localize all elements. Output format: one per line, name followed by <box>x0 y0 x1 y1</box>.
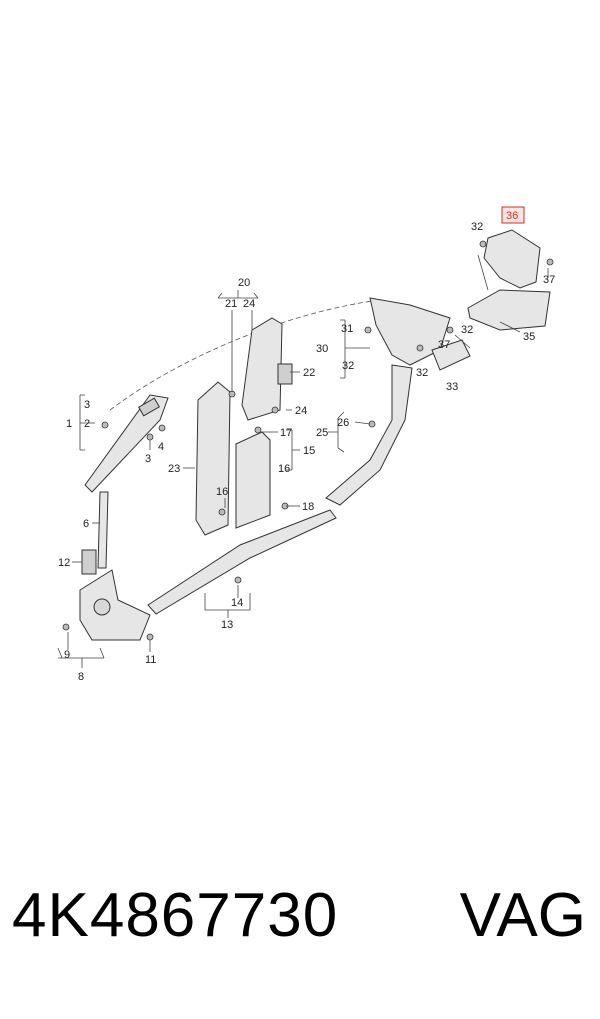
callout-labels: 1 3 2 3 4 6 12 9 8 11 14 13 20 21 24 22 … <box>58 206 555 683</box>
part-number: 4K4867730 <box>12 881 339 950</box>
callout-24: 24 <box>295 405 307 417</box>
a-pillar-clip <box>138 397 160 417</box>
bracket <box>81 549 97 575</box>
callout-32: 32 <box>461 324 473 336</box>
callout-15: 15 <box>303 445 315 457</box>
callout-32: 32 <box>471 221 483 233</box>
callout-20: 20 <box>238 277 250 289</box>
callout-3: 3 <box>145 453 151 465</box>
callout-3: 3 <box>84 399 90 411</box>
a-pillar-trim <box>84 394 169 493</box>
callout-26: 26 <box>337 417 349 429</box>
callout-30: 30 <box>316 343 328 355</box>
callout-21: 21 <box>225 298 237 310</box>
seatbelt-guide <box>277 363 293 385</box>
brand-label: VAG <box>459 881 586 950</box>
callout-1: 1 <box>66 418 72 430</box>
callout-36-highlight-box <box>501 206 525 224</box>
rear-quarter-trim <box>325 364 413 506</box>
highlighted-part-36 <box>483 229 541 289</box>
callout-37: 37 <box>438 339 450 351</box>
callout-16: 16 <box>216 486 228 498</box>
callout-33: 33 <box>446 381 458 393</box>
luggage-trim <box>467 289 551 331</box>
leader-lines <box>57 254 549 668</box>
b-pillar-lower-trim <box>195 381 231 536</box>
callout-36: 36 <box>506 210 518 222</box>
callout-14: 14 <box>231 597 243 609</box>
callout-25: 25 <box>316 427 328 439</box>
callout-35: 35 <box>523 331 535 343</box>
callout-22: 22 <box>303 367 315 379</box>
callout-6: 6 <box>83 518 89 530</box>
callout-24: 24 <box>243 298 255 310</box>
callout-37: 37 <box>543 274 555 286</box>
sill-trim <box>147 509 337 615</box>
footwell-speaker <box>93 598 111 616</box>
parts-diagram: 1 3 2 3 4 6 12 9 8 11 14 13 20 21 24 22 … <box>57 206 555 683</box>
fasteners <box>62 240 554 641</box>
callout-12: 12 <box>58 557 70 569</box>
callout-18: 18 <box>302 501 314 513</box>
callout-32: 32 <box>416 367 428 379</box>
callout-13: 13 <box>221 619 233 631</box>
b-pillar-upper-trim <box>241 317 283 421</box>
callout-2: 2 <box>84 418 90 430</box>
b-pillar-lower-cover <box>235 431 271 529</box>
callout-4: 4 <box>158 441 164 453</box>
callout-8: 8 <box>78 671 84 683</box>
callout-32: 32 <box>342 360 354 372</box>
c-pillar-upper-trim <box>369 297 451 366</box>
footwell-trim <box>79 569 151 641</box>
footer: 4K4867730 VAG <box>0 880 600 990</box>
cover-panel <box>431 339 471 371</box>
callout-16: 16 <box>278 463 290 475</box>
callout-31: 31 <box>341 323 353 335</box>
callout-17: 17 <box>280 427 292 439</box>
callout-11: 11 <box>145 654 156 666</box>
callout-23: 23 <box>168 463 180 475</box>
roof-outline <box>109 299 381 411</box>
seal-strip <box>97 491 109 569</box>
callout-9: 9 <box>64 649 70 661</box>
